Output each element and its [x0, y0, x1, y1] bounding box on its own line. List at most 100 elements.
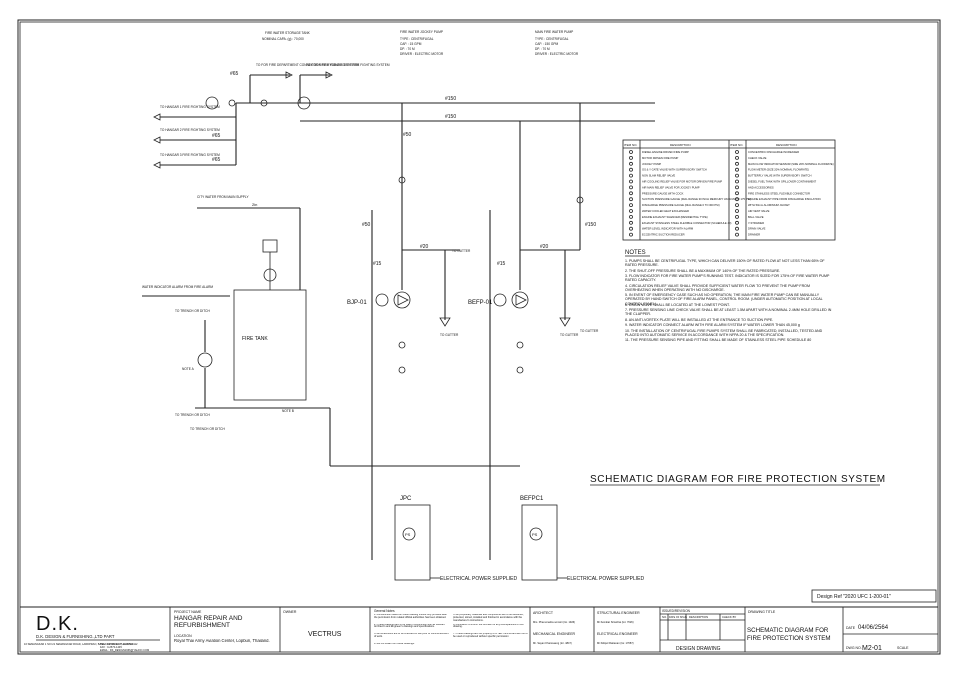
jp-valve-1 — [398, 176, 406, 184]
arrow-gutter-1 — [439, 317, 451, 327]
arrow-hydrant — [325, 71, 333, 79]
main-spec-dp: DP. : 70 M — [535, 47, 550, 51]
date-label: DATE — [846, 626, 856, 630]
note-wrap: 10. THE INSTALLATION OF CENTRIFUGAL FIRE… — [625, 329, 822, 337]
legend-item: WITH 50mm ALUMINIUM JACKET — [748, 203, 790, 207]
legend-item: DIESEL ENGINE DRIVEN FIRE PUMP — [642, 150, 689, 154]
main-pump-group: #15 BEFP-01 #20 TO GUTTER TO GUTTER #150 — [468, 196, 599, 466]
rev-no: NO. — [662, 615, 667, 619]
general-note-wrap: 7.-These drawings are the property of DY… — [453, 633, 528, 638]
top-branches: TO FOR FIRE DEPARTMENT CONNECTION FIRE F… — [205, 63, 390, 110]
label-to-gutter-1: TO GUTTER — [440, 333, 459, 337]
drawing-title-label: DRAWING TITLE — [748, 610, 776, 614]
legend-item: DRAINER — [748, 233, 760, 237]
note-wrap: 5. IN EVENT OF EMERGENCY CASE SUCH AS NO… — [625, 293, 823, 306]
label-pipe-50: #50 — [403, 132, 412, 138]
schematic-title: SCHEMATIC DIAGRAM FOR FIRE PROTECTION SY… — [590, 474, 886, 485]
label-befpc: BEFPC1 — [520, 496, 544, 502]
jp-valve-3 — [398, 341, 406, 349]
main-spec-type: TYPE : CENTRIFUGAL — [535, 37, 569, 41]
date: 04/06/2564 — [858, 625, 889, 631]
legend-symbol-icon — [629, 167, 633, 172]
label-pipe-65-h3: #65 — [212, 157, 221, 163]
rev-desc: DESCRIPTION — [689, 615, 708, 619]
label-to-hangar-1: TO HANGAR 1 FIRE FIGHTING SYSTEM — [160, 105, 220, 109]
arrow-fdc — [285, 71, 293, 79]
issued-label: ISSUED/REVISION — [662, 609, 691, 613]
legend-item: CONCENTRIC DISCHARGE INCREASER — [748, 150, 799, 154]
company-name: D.K. DESIGN & FURNISHING.,LTD PART — [36, 634, 115, 639]
note-item: 2. THE SHUT-OFF PRESSURE SHALL BE A MAXI… — [625, 268, 781, 273]
legend-symbol-icon — [629, 226, 633, 231]
general-note: 7.-These drawings are the property of DY… — [453, 633, 528, 638]
label-to-hangar-2: TO HANGAR 2 FIRE FIGHTING SYSTEM — [160, 128, 220, 132]
legend-col-item-l: ITEM NO. — [624, 143, 637, 147]
jockey-spec-cap: CAP. : 15 GPM — [400, 42, 422, 46]
legend-item: ENGINE EXHAUST SILENCER (RESIDENTIAL TYP… — [642, 215, 708, 219]
label-pipe-20-mp: #20 — [540, 244, 549, 250]
jockey-motor — [375, 293, 389, 307]
legend-symbol-icon — [735, 155, 739, 160]
sheet-border — [17, 19, 941, 655]
label-pipe-20-jp: #20 — [420, 244, 429, 250]
jockey-spec-driver: DRIVER : ELECTRIC MOTOR — [400, 52, 444, 56]
rev-date: DATE OF ISSUE — [669, 616, 687, 619]
label-to-trench-2: TO TRENCH OR DITCH — [175, 413, 210, 417]
title-block: D.K. D.K. DESIGN & FURNISHING.,LTD PART … — [20, 606, 938, 652]
mech-label: MECHANICAL ENGINEER — [533, 632, 576, 636]
arrow-hangar-1 — [153, 113, 161, 121]
label-elec-power-1: ELECTRICAL POWER SUPPLIED — [440, 576, 517, 582]
note-item: 8. AN ANTI-VORTEX PLATE WILL BE INSTALLE… — [625, 317, 774, 322]
jpc-panel — [394, 504, 431, 581]
label-befp: BEFP-01 — [468, 300, 493, 306]
general-note-wrap: 1.-Construction based on these drawing s… — [374, 614, 447, 619]
label-to-hydrant: TO FOR FIRE HYDRANT TEST FIRE FIGHTING S… — [306, 63, 390, 67]
legend-item: MAIN FLOW INDICATOR SENSOR (SIZE 20% NOM… — [748, 162, 834, 166]
legend-symbol-icon — [629, 150, 633, 154]
legend-item: ENGINE EXHAUST PIPE FROM DISCHARGE INSUL… — [748, 197, 821, 201]
tank-spec: FIRE WATER STORAGE TANK NOMINAL CAPA. (g… — [262, 31, 311, 41]
legend-item: SUCTION PRESSURE GAUGE (DIAL RANGE 30 IN… — [642, 197, 751, 201]
general-note: 4.-Do not scale from these drawings. — [374, 642, 415, 645]
befpc-panel — [521, 504, 558, 581]
legend-symbol-icon — [629, 197, 633, 202]
company-address: 16 SEMANGKAR 1 SOI 21 SEMANGKAR ROAD, LA… — [24, 642, 134, 646]
mp-valve-3 — [516, 341, 524, 349]
label-to-fire-dept: TO FOR FIRE DEPARTMENT CONNECTION FIRE F… — [256, 63, 360, 67]
architect-label: ARCHITECT — [533, 611, 554, 615]
indicator-box — [262, 239, 278, 253]
flow-meter-1 — [205, 96, 219, 110]
legend-symbol-icon — [629, 214, 633, 219]
legend-col-item-r: ITEM NO. — [730, 143, 743, 147]
note-item: 9. WATER INDICATOR CONNECT ALARM WITH FI… — [625, 323, 800, 328]
legend-symbol-icon — [735, 179, 739, 184]
legend-item: EXHAUST STAINLESS STEEL FLEXIBLE CONNECT… — [642, 221, 731, 225]
legend-item: JOCKEY PUMP — [642, 162, 661, 166]
legend-item: CHECK VALVE — [748, 156, 767, 160]
note-wrap: 6. DRAIN VALVE SHALL BE LOCATED AT THE L… — [625, 303, 730, 307]
note-item: 11. THE PRESSURE SENSING PIPE AND FITTIN… — [625, 338, 812, 343]
label-to-hangar-3: TO HANGAR 3 FIRE FIGHTING SYSTEM — [160, 153, 220, 157]
jockey-pump-group: #15 BJP-01 #20 TO GUTTER TO GUTTER #50 — [347, 176, 471, 466]
main-motor — [493, 293, 507, 307]
legend-item: BALL VALVE — [748, 215, 764, 219]
label-ps-1: PS — [405, 532, 411, 537]
legend-item: BUTTERFLY VALVE WITH SUPERVISORY SWITCH — [748, 174, 811, 178]
label-to-gutter-3: TO GUTTER — [560, 333, 579, 337]
design-ref-box — [811, 589, 937, 603]
arrow-gutter-2 — [559, 317, 571, 327]
main-pump — [511, 291, 529, 309]
main-pump-spec: MAIN FIRE WATER PUMP TYPE : CENTRIFUGAL … — [535, 30, 579, 56]
location: Royal Thai Army Aviation Center, Lopburi… — [174, 639, 270, 643]
note-item: 5. IN EVENT OF EMERGENCY CASE SUCH AS NO… — [625, 293, 823, 306]
struct: Mr.Somkiat Sriwichai (Ior. 7626) — [597, 620, 634, 624]
mech: Mr. Sayan Khamsaeng (Ior. 4847) — [533, 641, 572, 645]
arrow-hangar-2 — [153, 136, 161, 144]
legend-symbol-icon — [629, 155, 633, 160]
mp-valve-2 — [516, 366, 524, 374]
note-wrap: 11. THE PRESSURE SENSING PIPE AND FITTIN… — [625, 338, 812, 343]
legend-item: ECCENTRIC SUCTION REDUCER — [642, 233, 685, 237]
label-water-alarm: WATER INDICATOR ALARM FROM FIRE ALARM — [142, 285, 213, 289]
legend-item: WATER LEVEL INDICATOR WITH ALARM — [642, 227, 694, 231]
